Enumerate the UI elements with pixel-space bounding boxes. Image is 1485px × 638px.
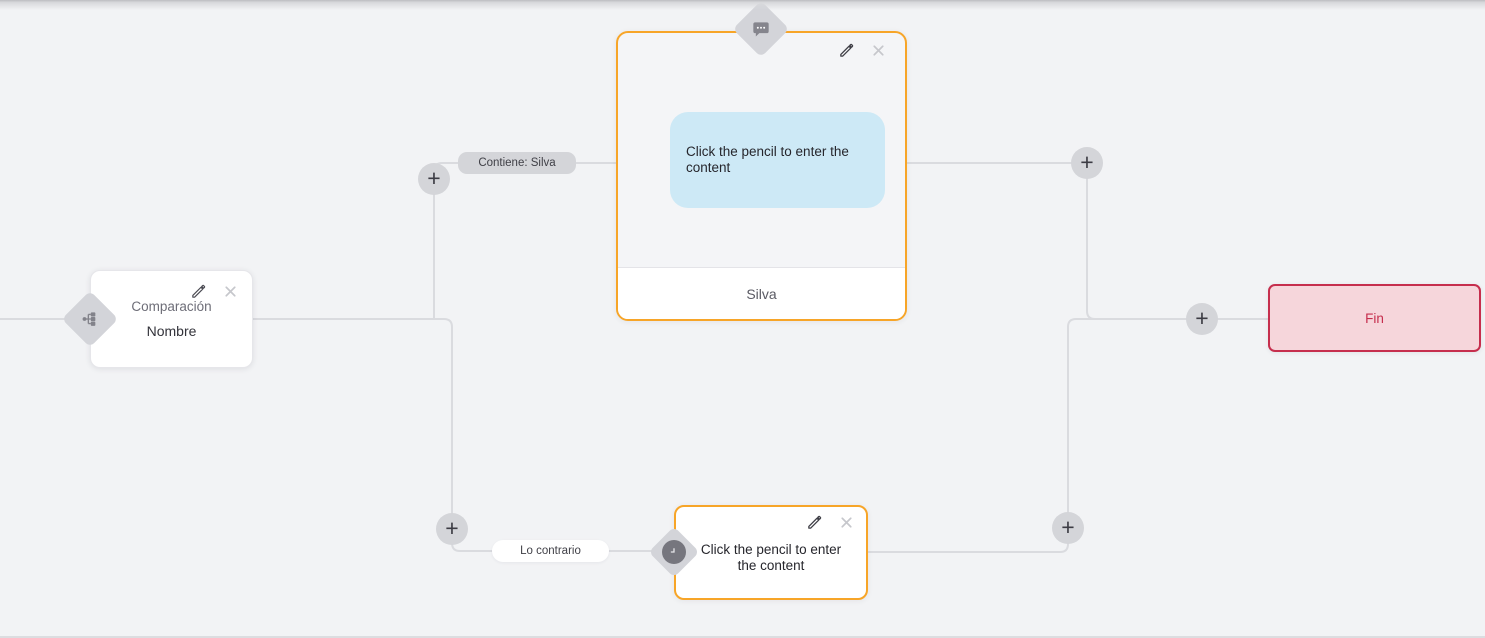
add-node-button[interactable]: +: [1186, 303, 1218, 335]
plus-icon: +: [427, 164, 441, 191]
plus-icon: +: [1061, 513, 1075, 540]
delay-node[interactable]: Click the pencil to enter the content: [674, 505, 868, 600]
message-type-badge[interactable]: [732, 0, 790, 58]
add-node-button[interactable]: +: [1071, 147, 1103, 179]
edge-label-contains[interactable]: Contiene: Silva: [458, 152, 576, 174]
edit-pencil-icon[interactable]: [190, 283, 207, 300]
condition-title: Comparación: [131, 299, 212, 314]
message-bubble[interactable]: Click the pencil to enter the content: [670, 112, 885, 208]
add-node-button[interactable]: +: [1052, 512, 1084, 544]
edge-condition-to-message: [433, 162, 616, 319]
chat-bubble-icon: [751, 19, 771, 39]
message-bubble-text: Click the pencil to enter the content: [686, 143, 849, 175]
add-node-button[interactable]: +: [436, 513, 468, 545]
plus-icon: +: [1195, 304, 1209, 331]
edge-condition-to-delay: [253, 318, 674, 552]
message-footer: Silva: [618, 267, 905, 319]
add-node-button[interactable]: +: [418, 163, 450, 195]
edge-delay-to-end: [868, 318, 1268, 553]
message-body: Click the pencil to enter the content: [618, 33, 905, 267]
close-icon[interactable]: [870, 42, 887, 59]
edge-label-otherwise[interactable]: Lo contrario: [492, 540, 609, 562]
sitemap-icon: [80, 309, 100, 329]
edit-pencil-icon[interactable]: [838, 42, 855, 59]
message-footer-label: Silva: [746, 285, 777, 302]
plus-icon: +: [1080, 148, 1094, 175]
message-node[interactable]: Click the pencil to enter the content Si…: [616, 31, 907, 321]
condition-value: Nombre: [146, 323, 197, 339]
plus-icon: +: [445, 514, 459, 541]
close-icon[interactable]: [222, 283, 239, 300]
delay-type-badge[interactable]: [648, 526, 700, 578]
edge-message-to-end: [907, 162, 1268, 320]
end-node[interactable]: Fin: [1268, 284, 1481, 352]
condition-node[interactable]: Comparación Nombre: [90, 270, 253, 368]
clock-icon: [662, 540, 686, 564]
delay-node-text: Click the pencil to enter the content: [700, 541, 842, 573]
end-node-label: Fin: [1365, 310, 1384, 326]
close-icon[interactable]: [838, 514, 855, 531]
condition-type-badge[interactable]: [61, 290, 119, 348]
edit-pencil-icon[interactable]: [806, 514, 823, 531]
